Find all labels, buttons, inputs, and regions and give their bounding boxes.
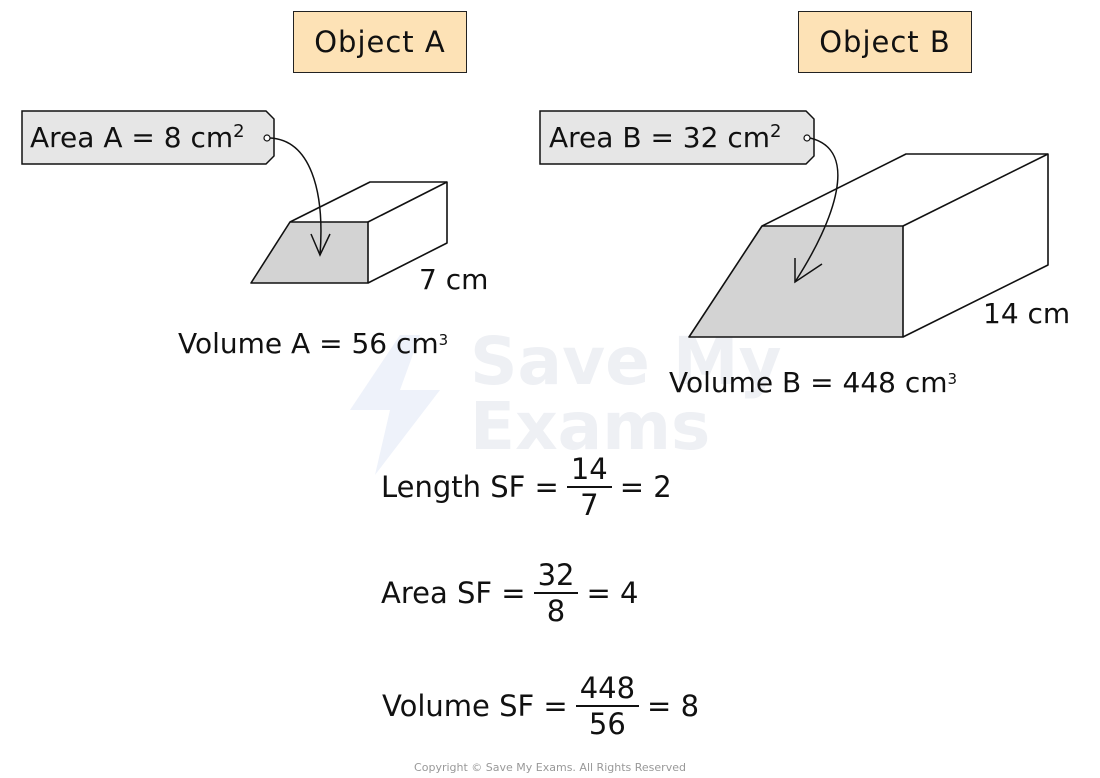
tag-a-shape xyxy=(21,110,275,165)
area-sf-fraction: 32 8 xyxy=(533,558,579,628)
volume-b-text: Volume B = 448 cm xyxy=(669,366,948,399)
volume-b-sup: 3 xyxy=(947,370,958,388)
length-sf-rhs: = 2 xyxy=(619,470,672,504)
area-sf-denominator: 8 xyxy=(546,594,566,628)
prism-a xyxy=(250,181,448,284)
volume-a-sup: 3 xyxy=(438,331,449,349)
volume-sf-denominator: 56 xyxy=(588,707,626,741)
volume-sf-lhs: Volume SF = xyxy=(382,689,568,723)
area-sf-lhs: Area SF = xyxy=(381,576,526,610)
length-sf-numerator: 14 xyxy=(566,452,612,488)
arrow-b xyxy=(794,137,839,284)
length-sf-denominator: 7 xyxy=(580,488,599,522)
volume-sf-equation: Volume SF = 448 56 = 8 xyxy=(382,671,699,741)
tag-a-sup: 2 xyxy=(233,120,245,142)
volume-b-label: Volume B = 448 cm3 xyxy=(669,366,957,399)
copyright-notice: Copyright © Save My Exams. All Rights Re… xyxy=(414,761,686,774)
tag-b-shape xyxy=(539,110,815,165)
prism-a-front-face xyxy=(250,221,369,284)
length-sf-lhs: Length SF = xyxy=(381,470,559,504)
area-sf-numerator: 32 xyxy=(533,558,579,594)
length-sf-equation: Length SF = 14 7 = 2 xyxy=(381,452,672,522)
volume-sf-fraction: 448 56 xyxy=(575,671,640,741)
watermark-line2: Exams xyxy=(470,388,711,465)
tag-a-label: Area A = 8 cm xyxy=(30,120,234,154)
volume-a-text: Volume A = 56 cm xyxy=(178,327,439,360)
object-a-title: Object A xyxy=(293,11,467,73)
length-b-label: 14 cm xyxy=(983,297,1071,330)
volume-sf-numerator: 448 xyxy=(575,671,640,707)
arrow-a xyxy=(269,137,331,257)
length-sf-fraction: 14 7 xyxy=(566,452,612,522)
volume-a-label: Volume A = 56 cm3 xyxy=(178,327,448,360)
tag-b-label: Area B = 32 cm xyxy=(549,120,771,154)
watermark-bolt-icon xyxy=(350,335,440,475)
tag-b-sup: 2 xyxy=(770,120,782,142)
volume-sf-rhs: = 8 xyxy=(647,689,700,723)
object-b-title: Object B xyxy=(798,11,972,73)
watermark-line1: Save My xyxy=(470,323,782,400)
area-sf-equation: Area SF = 32 8 = 4 xyxy=(381,558,638,628)
area-sf-rhs: = 4 xyxy=(586,576,639,610)
length-a-label: 7 cm xyxy=(419,263,489,296)
